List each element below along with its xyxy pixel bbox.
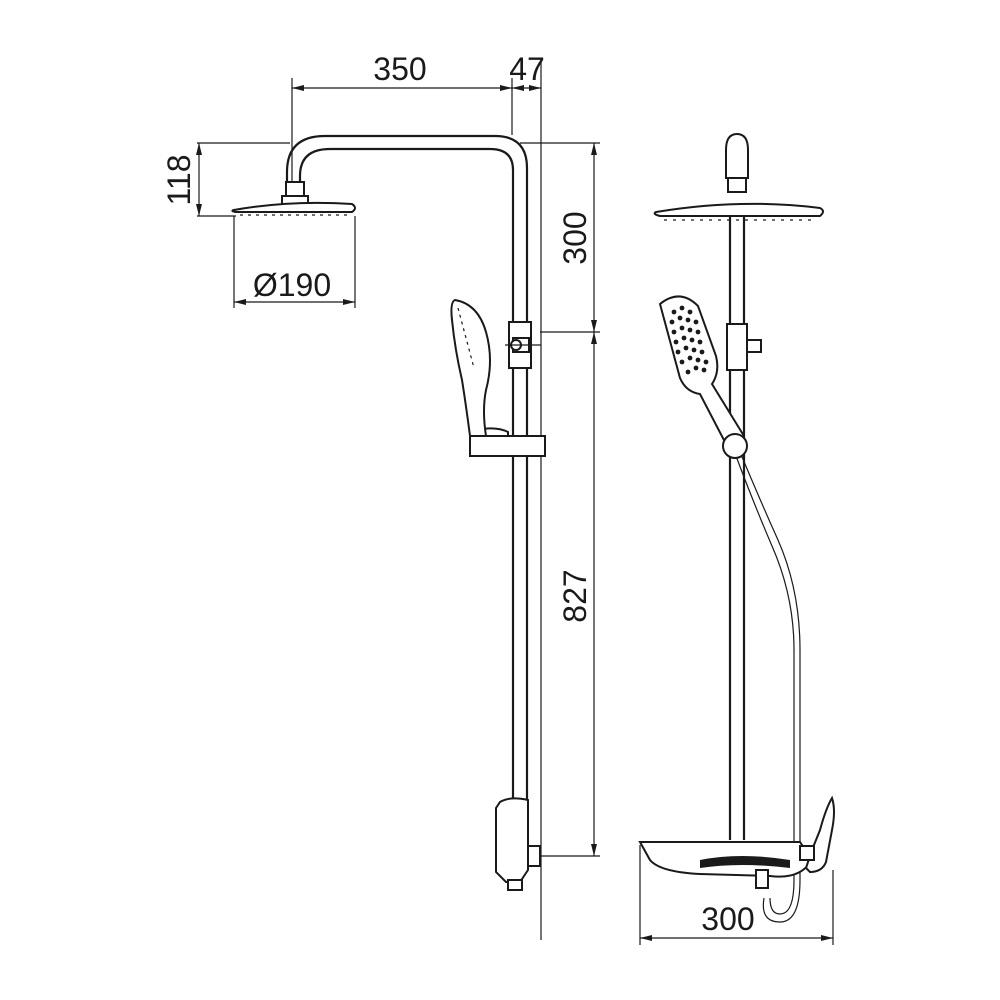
dim-tub-width: 300 <box>701 901 754 937</box>
dim-arm-length: 350 <box>373 51 426 87</box>
slide-holder[interactable] <box>469 435 546 457</box>
dimension-lines <box>196 62 834 945</box>
dim-offset: 47 <box>509 51 545 87</box>
dim-upper-height: 300 <box>557 211 593 264</box>
dim-head-diameter: Ø190 <box>253 267 331 303</box>
dim-head-drop: 118 <box>161 154 197 205</box>
front-view <box>638 132 835 923</box>
mixer-side[interactable] <box>495 797 529 883</box>
pipe-top-cap <box>725 132 749 179</box>
diverter-joint-front <box>726 323 748 371</box>
side-view <box>231 134 546 891</box>
rain-head-side <box>231 201 356 213</box>
hand-shower-nozzles <box>457 307 475 369</box>
shower-hose <box>739 451 801 923</box>
hand-shower-nozzle-grid <box>669 305 709 375</box>
dim-rail-height: 827 <box>557 569 593 622</box>
hand-shower-front[interactable] <box>658 295 748 459</box>
rain-head-front <box>653 202 824 217</box>
shower-arm <box>285 134 529 322</box>
hand-shower-side[interactable] <box>450 298 491 437</box>
